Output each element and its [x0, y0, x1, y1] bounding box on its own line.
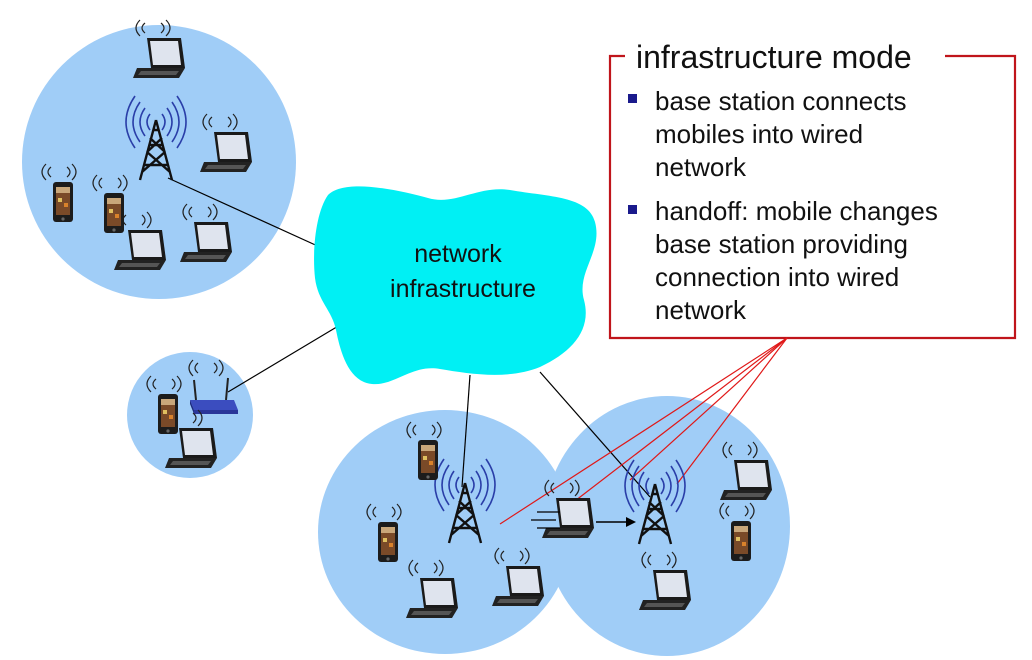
motion-lines — [531, 511, 560, 529]
handoff-arrow — [596, 517, 636, 527]
cloud-label-line2: infrastructure — [390, 275, 536, 303]
bullet-1-line-3: network — [655, 152, 747, 182]
callout-border — [608, 54, 1017, 340]
bullet-1-line-1: base station connects — [655, 86, 907, 116]
cloud-label-line1: network — [414, 240, 502, 268]
link-router — [227, 321, 346, 393]
bullet-2-line-3: connection into wired — [655, 262, 899, 292]
bullet-2-marker — [628, 205, 637, 214]
callout-title: infrastructure mode — [636, 39, 912, 75]
bullet-2-line-1: handoff: mobile changes — [655, 196, 938, 226]
callout-pointers — [499, 337, 788, 525]
cell-small-left — [127, 352, 253, 478]
bullet-2-line-2: base station providing — [655, 229, 908, 259]
bullet-1-line-2: mobiles into wired — [655, 119, 863, 149]
network-infrastructure-cloud — [314, 186, 597, 385]
bullet-2-line-4: network — [655, 295, 747, 325]
cell-bottom-middle — [318, 410, 572, 654]
link-middle-tower — [461, 374, 471, 488]
link-top-cell — [167, 177, 323, 249]
wired-links — [167, 177, 651, 498]
bullet-1-marker — [628, 94, 637, 103]
link-right-tower — [539, 371, 651, 498]
